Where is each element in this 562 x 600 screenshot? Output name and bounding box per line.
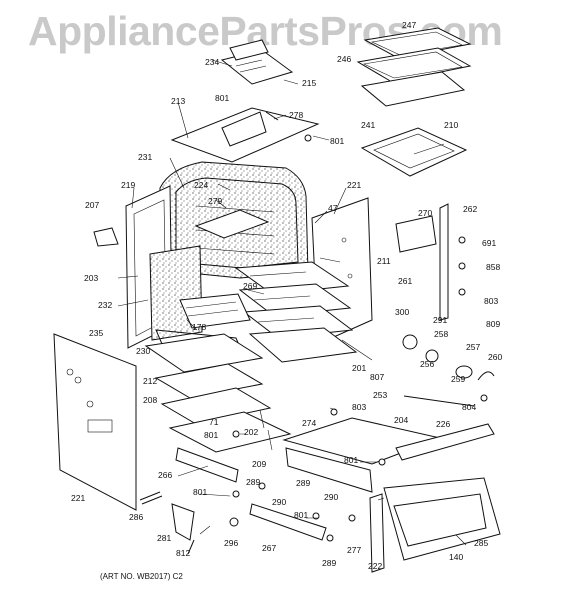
part-label: 286 (129, 512, 143, 522)
part-label: 203 (84, 273, 98, 283)
part-label: 807 (370, 372, 384, 382)
part-label: 858 (486, 262, 500, 272)
leveling-parts (139, 491, 239, 555)
part-label: 801 (215, 93, 229, 103)
part-label: 209 (252, 459, 266, 469)
rear-panel (53, 333, 137, 511)
part-label: 691 (482, 238, 496, 248)
part-label: 207 (85, 200, 99, 210)
part-label: 253 (373, 390, 387, 400)
part-label: 210 (444, 120, 458, 130)
part-label: 803 (352, 402, 366, 412)
drawer-rail (175, 447, 239, 483)
part-label: 266 (158, 470, 172, 480)
part-label: 291 (433, 315, 447, 325)
leader-lines (117, 59, 467, 546)
part-label: 290 (272, 497, 286, 507)
bottom-panels (144, 333, 292, 453)
part-label: 277 (347, 545, 361, 555)
part-label: 300 (395, 307, 409, 317)
part-label: 226 (436, 419, 450, 429)
part-label: 261 (398, 276, 412, 286)
drawer-front (369, 477, 501, 573)
part-label: 289 (296, 478, 310, 488)
screws (232, 134, 488, 542)
part-label: 140 (449, 552, 463, 562)
part-label: 213 (171, 96, 185, 106)
part-label: 230 (136, 346, 150, 356)
control-bracket (395, 215, 437, 253)
part-label: 231 (138, 152, 152, 162)
part-label: 270 (418, 208, 432, 218)
drawer-handle (395, 423, 495, 461)
part-label: 260 (488, 352, 502, 362)
part-label: 267 (262, 543, 276, 553)
part-label: 296 (224, 538, 238, 548)
broiler-pan (360, 127, 468, 177)
part-label: 224 (194, 180, 208, 190)
part-label: 281 (157, 533, 171, 543)
part-label: 803 (484, 296, 498, 306)
part-label: 71 (209, 417, 219, 427)
part-label: 235 (89, 328, 103, 338)
part-label: 208 (143, 395, 157, 405)
lower-rail (249, 503, 327, 541)
part-label: 269 (243, 281, 257, 291)
part-label: 809 (486, 319, 500, 329)
part-label: 257 (466, 342, 480, 352)
part-label: 201 (352, 363, 366, 373)
part-label: 290 (324, 492, 338, 502)
part-labels: 247 234 246 215 801 213 278 801 241 210 … (71, 20, 502, 571)
part-label: 232 (98, 300, 112, 310)
oven-racks (234, 261, 358, 363)
part-label: 259 (451, 374, 465, 384)
part-label: 222 (368, 561, 382, 571)
part-label: 801 (193, 487, 207, 497)
part-label: 801 (330, 136, 344, 146)
part-label: 285 (474, 538, 488, 548)
part-label: 221 (71, 493, 85, 503)
part-label: 247 (402, 20, 416, 30)
part-label: 221 (347, 180, 361, 190)
clip-207 (93, 227, 119, 247)
part-label: 204 (394, 415, 408, 425)
part-label: 804 (462, 402, 476, 412)
part-label: 219 (121, 180, 135, 190)
top-panel (170, 107, 320, 163)
part-label: 289 (322, 558, 336, 568)
broiler-pan-assembly (356, 27, 472, 107)
part-label: 812 (176, 548, 190, 558)
part-label: 274 (302, 418, 316, 428)
part-label: 262 (463, 204, 477, 214)
vent-assembly (220, 39, 294, 85)
art-number-note: (ART NO. WB2017) C2 (100, 572, 183, 581)
part-label: 279 (208, 196, 222, 206)
part-label: 258 (434, 329, 448, 339)
part-label: 202 (244, 427, 258, 437)
part-label: 178 (192, 322, 206, 332)
part-label: 256 (420, 359, 434, 369)
part-label: 241 (361, 120, 375, 130)
part-label: 289 (246, 477, 260, 487)
igniter-parts (402, 334, 495, 407)
part-label: 278 (289, 110, 303, 120)
part-label: 801 (344, 455, 358, 465)
part-label: 212 (143, 376, 157, 386)
bake-element (179, 293, 251, 329)
part-label: 234 (205, 57, 219, 67)
part-label: 211 (377, 256, 391, 266)
part-label: 801 (204, 430, 218, 440)
part-label: 801 (294, 510, 308, 520)
part-label: 246 (337, 54, 351, 64)
part-label: 47 (328, 203, 338, 213)
side-trim (439, 203, 449, 321)
part-label: 215 (302, 78, 316, 88)
